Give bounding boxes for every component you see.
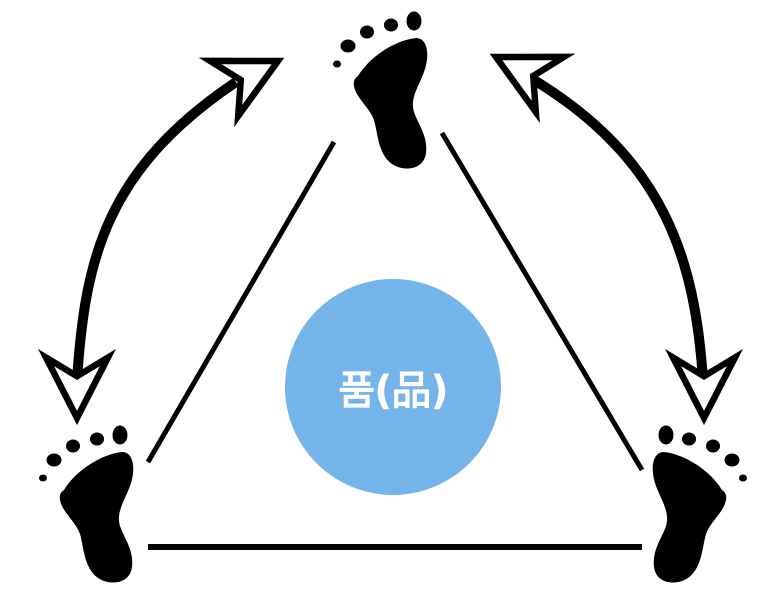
center-label: 품(品) <box>338 368 448 414</box>
arrowhead-icon <box>482 29 564 112</box>
triangle-edges <box>145 131 645 550</box>
right-double-arrow <box>482 29 735 418</box>
edge-top-to-bottom-right <box>439 131 645 472</box>
footprint-icon <box>333 11 428 169</box>
left-double-arrow <box>46 33 292 418</box>
footprint-icon <box>39 425 134 583</box>
arrowhead-icon <box>210 33 292 116</box>
footprint-icon <box>652 425 747 583</box>
center-circle: 품(品) <box>285 279 501 495</box>
edge-top-to-bottom-left <box>145 140 337 464</box>
